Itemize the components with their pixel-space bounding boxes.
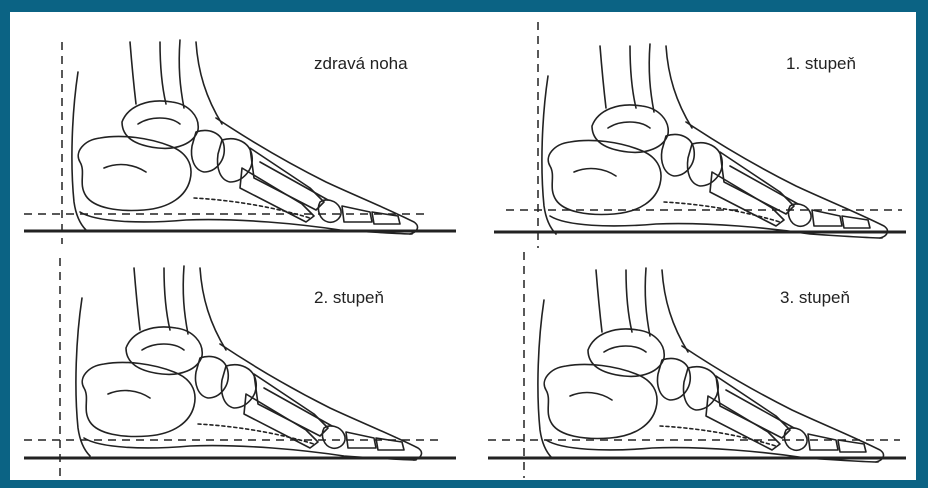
diagram-frame: zdravá noha 1. stupeň 2. stupeň 3. stupe… [10, 12, 916, 480]
panel-grade-3 [488, 252, 906, 478]
label-grade-3: 3. stupeň [780, 288, 850, 308]
foot-diagram [10, 12, 916, 480]
label-grade-2: 2. stupeň [314, 288, 384, 308]
label-grade-1: 1. stupeň [786, 54, 856, 74]
label-healthy-foot: zdravá noha [314, 54, 408, 74]
panel-grade-2 [24, 258, 456, 478]
